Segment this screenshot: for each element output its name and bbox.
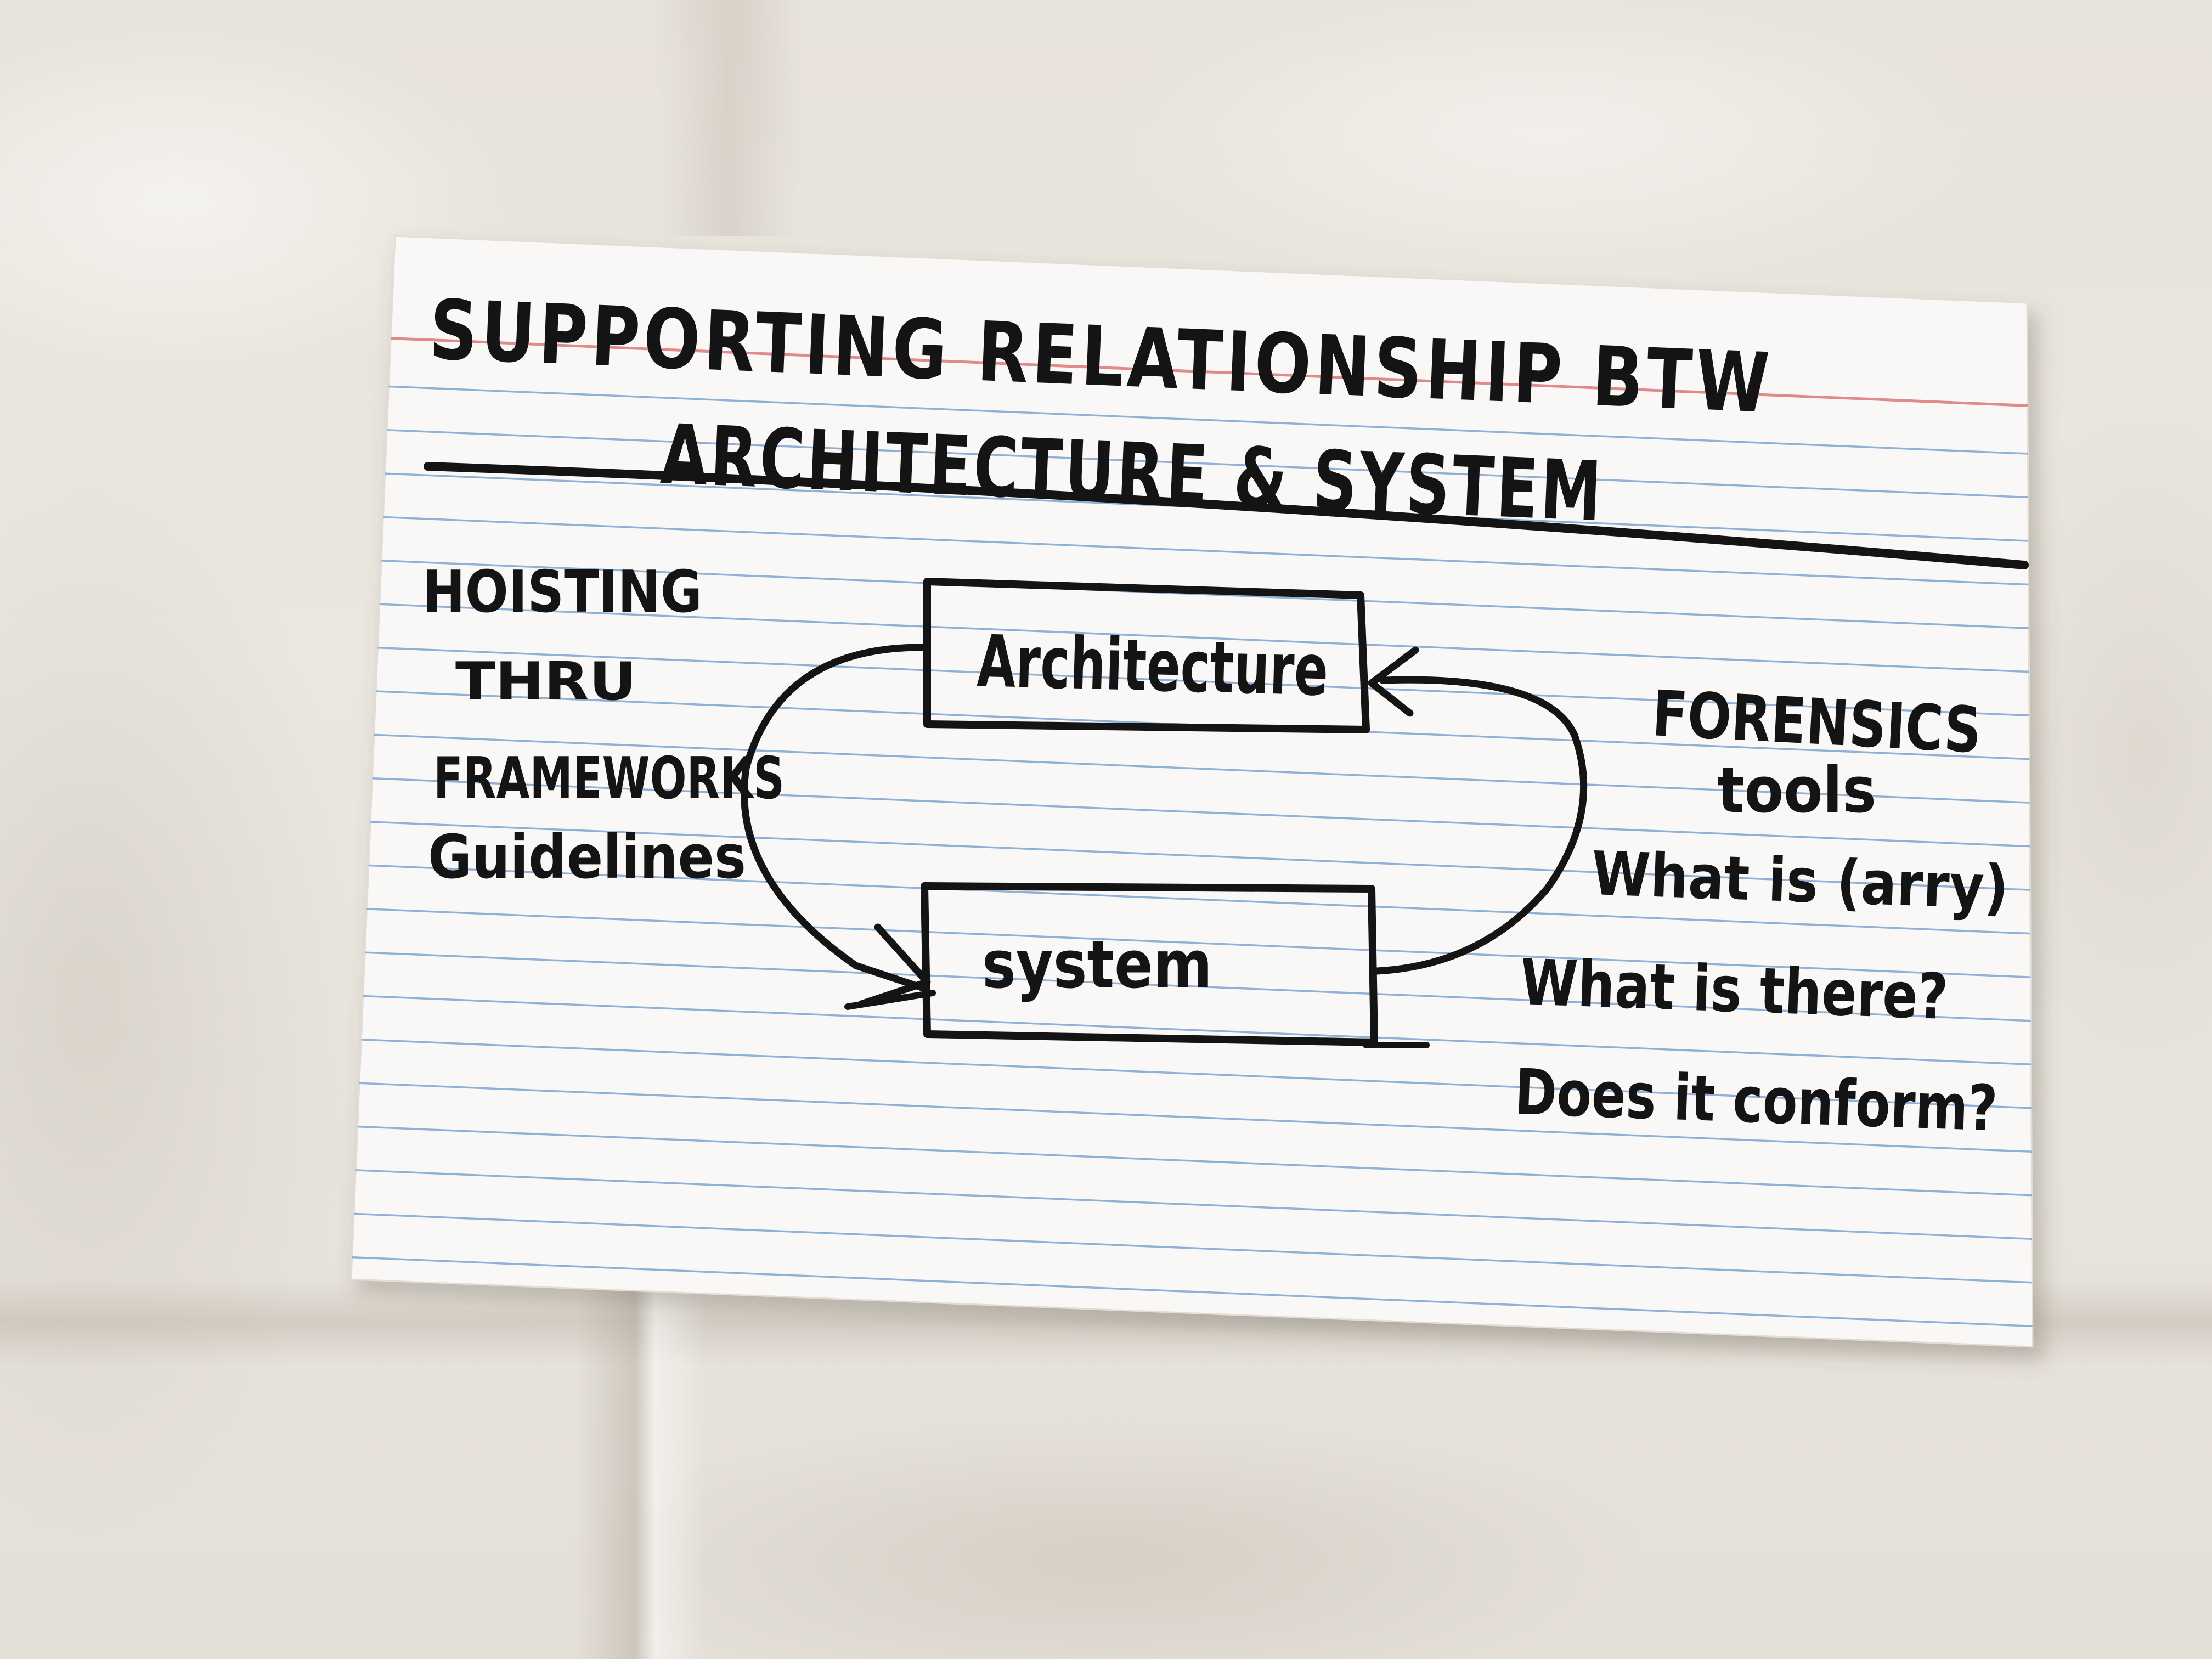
blue-ruled-line [351, 1124, 2033, 1198]
right-note-line-5: Does it conform? [1514, 1056, 1999, 1146]
right-note: FORENSICS tools What is (arry) What is t… [1514, 677, 2010, 1146]
architecture-box-outline [923, 578, 1370, 733]
architecture-box: Architecture [923, 578, 1370, 733]
right-curve-line [1373, 676, 1588, 975]
left-note-line-2: THRU [455, 652, 636, 712]
title-underline [424, 462, 2029, 569]
red-header-rule [351, 334, 2033, 409]
blue-ruled-line [351, 819, 2033, 893]
left-arrowhead [857, 923, 931, 1008]
blue-ruled-line [351, 994, 2033, 1067]
index-card [350, 235, 2034, 1348]
right-arrowhead [1368, 646, 1419, 717]
blue-ruled-line [351, 557, 2033, 631]
blue-ruled-line [351, 775, 2033, 849]
system-box-label: system [982, 927, 1212, 1003]
blue-ruled-line [351, 1168, 2033, 1242]
arrow-architecture-to-system [741, 644, 936, 1010]
left-arrow-tail-stroke [844, 990, 936, 1010]
blue-ruled-line [351, 906, 2033, 980]
blue-ruled-line [351, 1037, 2033, 1110]
blue-ruled-line [351, 426, 2033, 500]
arrow-system-to-architecture [1363, 646, 1588, 1048]
left-note-line-1: HOISTING [422, 558, 702, 625]
right-note-line-1: FORENSICS [1651, 677, 1983, 768]
right-note-line-2: tools [1717, 754, 1876, 827]
blue-ruled-line [351, 1211, 2033, 1285]
right-note-line-4: What is there? [1519, 946, 1949, 1034]
left-note: HOISTING THRU FRAMEWORKS Guidelines [422, 558, 785, 892]
blue-ruled-line [351, 1081, 2033, 1154]
blue-ruled-line [351, 1255, 2033, 1329]
left-note-line-3: FRAMEWORKS [433, 745, 785, 812]
blue-ruled-line [351, 383, 2033, 456]
blue-ruled-line [351, 950, 2033, 1023]
blue-ruled-line [351, 732, 2033, 805]
left-note-line-4: Guidelines [428, 822, 746, 892]
blue-ruled-line [351, 601, 2033, 674]
left-curve-line [741, 644, 926, 991]
blue-ruled-line [351, 862, 2033, 936]
blue-ruled-line [351, 514, 2033, 587]
architecture-box-label: Architecture [976, 619, 1329, 712]
blue-ruled-line [351, 645, 2033, 718]
right-note-line-3: What is (arry) [1590, 838, 2010, 923]
